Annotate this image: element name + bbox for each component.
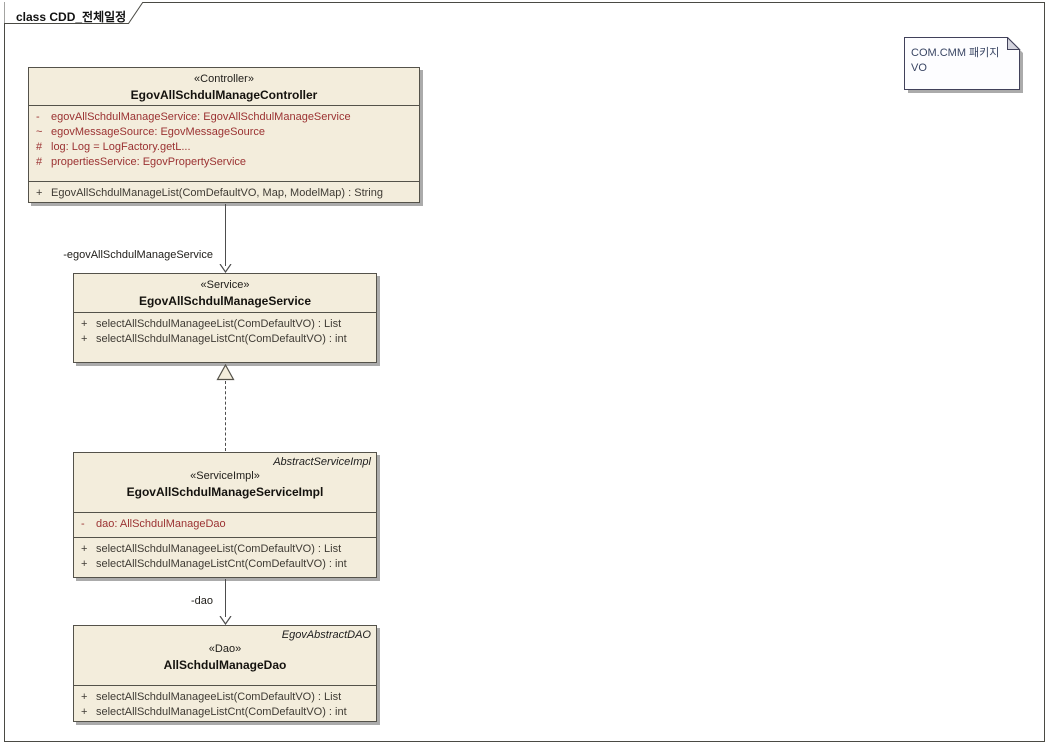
class-stereotype: «ServiceImpl» [190, 470, 260, 482]
operation-text: selectAllSchdulManageListCnt(ComDefaultV… [96, 333, 347, 345]
attribute-row: ~ egovMessageSource: EgovMessageSource [29, 125, 419, 140]
association-serviceimpl-dao[interactable] [225, 579, 226, 617]
operation-row: + selectAllSchdulManageeList(ComDefaultVO… [74, 690, 376, 705]
class-box-dao[interactable]: EgovAbstractDAO «Dao» AllSchdulManageDao… [73, 625, 377, 722]
operation-text: selectAllSchdulManageeList(ComDefaultVO)… [96, 543, 342, 555]
operation-text: selectAllSchdulManageListCnt(ComDefaultV… [96, 706, 347, 718]
class-header: «Controller» EgovAllSchdulManageControll… [29, 68, 419, 105]
visibility-symbol: ~ [36, 126, 43, 138]
realization-serviceimpl-service[interactable] [225, 381, 226, 451]
operations-compartment: + EgovAllSchdulManageList(ComDefaultVO, M… [29, 181, 419, 202]
note-fold-icon [1007, 36, 1021, 50]
operation-row: + selectAllSchdulManageListCnt(ComDefault… [74, 332, 376, 347]
attribute-row: -egovAllSchdulManageService: EgovAllSchd… [29, 110, 419, 125]
note-text: COM.CMM 패키지 VO [911, 47, 1000, 74]
visibility-symbol: + [81, 333, 88, 345]
operation-text: selectAllSchdulManageListCnt(ComDefaultV… [96, 558, 347, 570]
attribute-text: egovMessageSource: EgovMessageSource [51, 126, 266, 138]
visibility-symbol: - [81, 518, 85, 530]
parent-class-label: AbstractServiceImpl [273, 456, 371, 468]
class-box-service[interactable]: «Service» EgovAllSchdulManageService + se… [73, 273, 377, 363]
class-stereotype: «Controller» [194, 73, 254, 85]
class-header: «Service» EgovAllSchdulManageService [74, 274, 376, 312]
operation-row: + selectAllSchdulManageeList(ComDefaultVO… [74, 542, 376, 557]
parent-class-label: EgovAbstractDAO [281, 629, 371, 641]
class-name: EgovAllSchdulManageServiceImpl [126, 485, 324, 499]
visibility-symbol: + [81, 706, 88, 718]
attributes-compartment: -dao: AllSchdulManageDao [74, 512, 376, 537]
open-arrowhead-icon [219, 616, 232, 625]
class-stereotype: «Service» [200, 279, 250, 291]
attribute-row: -dao: AllSchdulManageDao [74, 517, 376, 532]
operations-compartment: + selectAllSchdulManageeList(ComDefaultVO… [74, 312, 376, 362]
operation-text: selectAllSchdulManageeList(ComDefaultVO)… [96, 318, 342, 330]
attribute-text: propertiesService: EgovPropertyService [51, 156, 247, 168]
operation-row: + selectAllSchdulManageListCnt(ComDefault… [74, 557, 376, 572]
visibility-symbol: + [81, 691, 88, 703]
class-name: AllSchdulManageDao [163, 658, 287, 672]
visibility-symbol: + [81, 558, 88, 570]
frame-tab: class CDD_전체일정 [3, 1, 154, 25]
class-header: EgovAbstractDAO «Dao» AllSchdulManageDao [74, 626, 376, 685]
uml-note[interactable]: COM.CMM 패키지 VO [903, 36, 1025, 95]
operation-text: EgovAllSchdulManageList(ComDefaultVO, Ma… [51, 187, 383, 199]
attributes-compartment: -egovAllSchdulManageService: EgovAllSchd… [29, 105, 419, 181]
diagram-title: class CDD_전체일정 [16, 10, 127, 24]
visibility-symbol: # [36, 141, 43, 153]
frame-tab-outline [3, 1, 144, 24]
class-name: EgovAllSchdulManageService [138, 294, 312, 308]
realization-triangle-icon [216, 364, 235, 381]
visibility-symbol: # [36, 156, 43, 168]
class-header: AbstractServiceImpl «ServiceImpl» EgovAl… [74, 453, 376, 512]
association-role-label: -dao [190, 595, 213, 607]
open-arrowhead-icon [219, 264, 232, 273]
class-box-serviceimpl[interactable]: AbstractServiceImpl «ServiceImpl» EgovAl… [73, 452, 377, 578]
attribute-text: log: Log = LogFactory.getL... [51, 141, 191, 153]
attribute-row: # log: Log = LogFactory.getL... [29, 140, 419, 155]
attribute-row: # propertiesService: EgovPropertyService [29, 155, 419, 170]
attribute-text: egovAllSchdulManageService: EgovAllSchdu… [51, 111, 351, 123]
operation-row: + selectAllSchdulManageListCnt(ComDefault… [74, 705, 376, 720]
visibility-symbol: + [81, 318, 88, 330]
operation-text: selectAllSchdulManageeList(ComDefaultVO)… [96, 691, 342, 703]
operation-row: + selectAllSchdulManageeList(ComDefaultVO… [74, 317, 376, 332]
class-name: EgovAllSchdulManageController [130, 88, 318, 102]
operations-compartment: + selectAllSchdulManageeList(ComDefaultVO… [74, 537, 376, 577]
class-stereotype: «Dao» [208, 643, 242, 655]
class-box-controller[interactable]: «Controller» EgovAllSchdulManageControll… [28, 67, 420, 203]
visibility-symbol: + [36, 187, 43, 199]
note-shape [904, 36, 1023, 93]
attribute-text: dao: AllSchdulManageDao [96, 518, 226, 530]
operation-row: + EgovAllSchdulManageList(ComDefaultVO, M… [29, 186, 419, 201]
operations-compartment: + selectAllSchdulManageeList(ComDefaultVO… [74, 685, 376, 721]
visibility-symbol: + [81, 543, 88, 555]
association-role-label: -egovAllSchdulManageService [63, 249, 213, 261]
association-controller-service[interactable] [225, 204, 226, 266]
visibility-symbol: - [36, 111, 40, 123]
